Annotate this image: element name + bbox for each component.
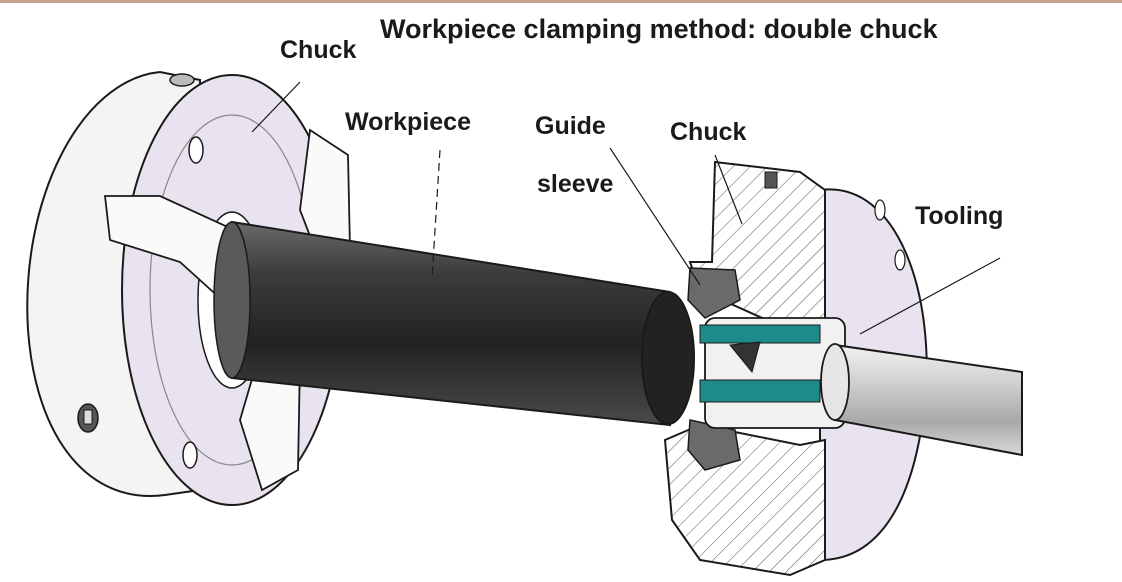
leader-chuck-right [714, 154, 743, 225]
diagram-title: Workpiece clamping method: double chuck [380, 14, 938, 44]
leader-lines [251, 81, 1001, 335]
label-tooling: Tooling [915, 202, 1004, 230]
label-chuck-left: Chuck [280, 36, 357, 64]
leader-tooling [859, 257, 1001, 335]
leader-workpiece [431, 149, 441, 279]
label-guide-sleeve-line1: Guide [535, 112, 606, 140]
leader-chuck-left [251, 81, 301, 133]
leader-guide-sleeve [609, 147, 701, 286]
workpiece-cylinder [213, 220, 695, 427]
label-chuck-right: Chuck [670, 118, 747, 146]
tooling [699, 317, 1023, 457]
top-accent-rule [0, 0, 1122, 3]
guide-sleeve [687, 267, 741, 471]
label-workpiece: Workpiece [345, 108, 471, 136]
label-guide-sleeve-line2: sleeve [537, 170, 614, 198]
